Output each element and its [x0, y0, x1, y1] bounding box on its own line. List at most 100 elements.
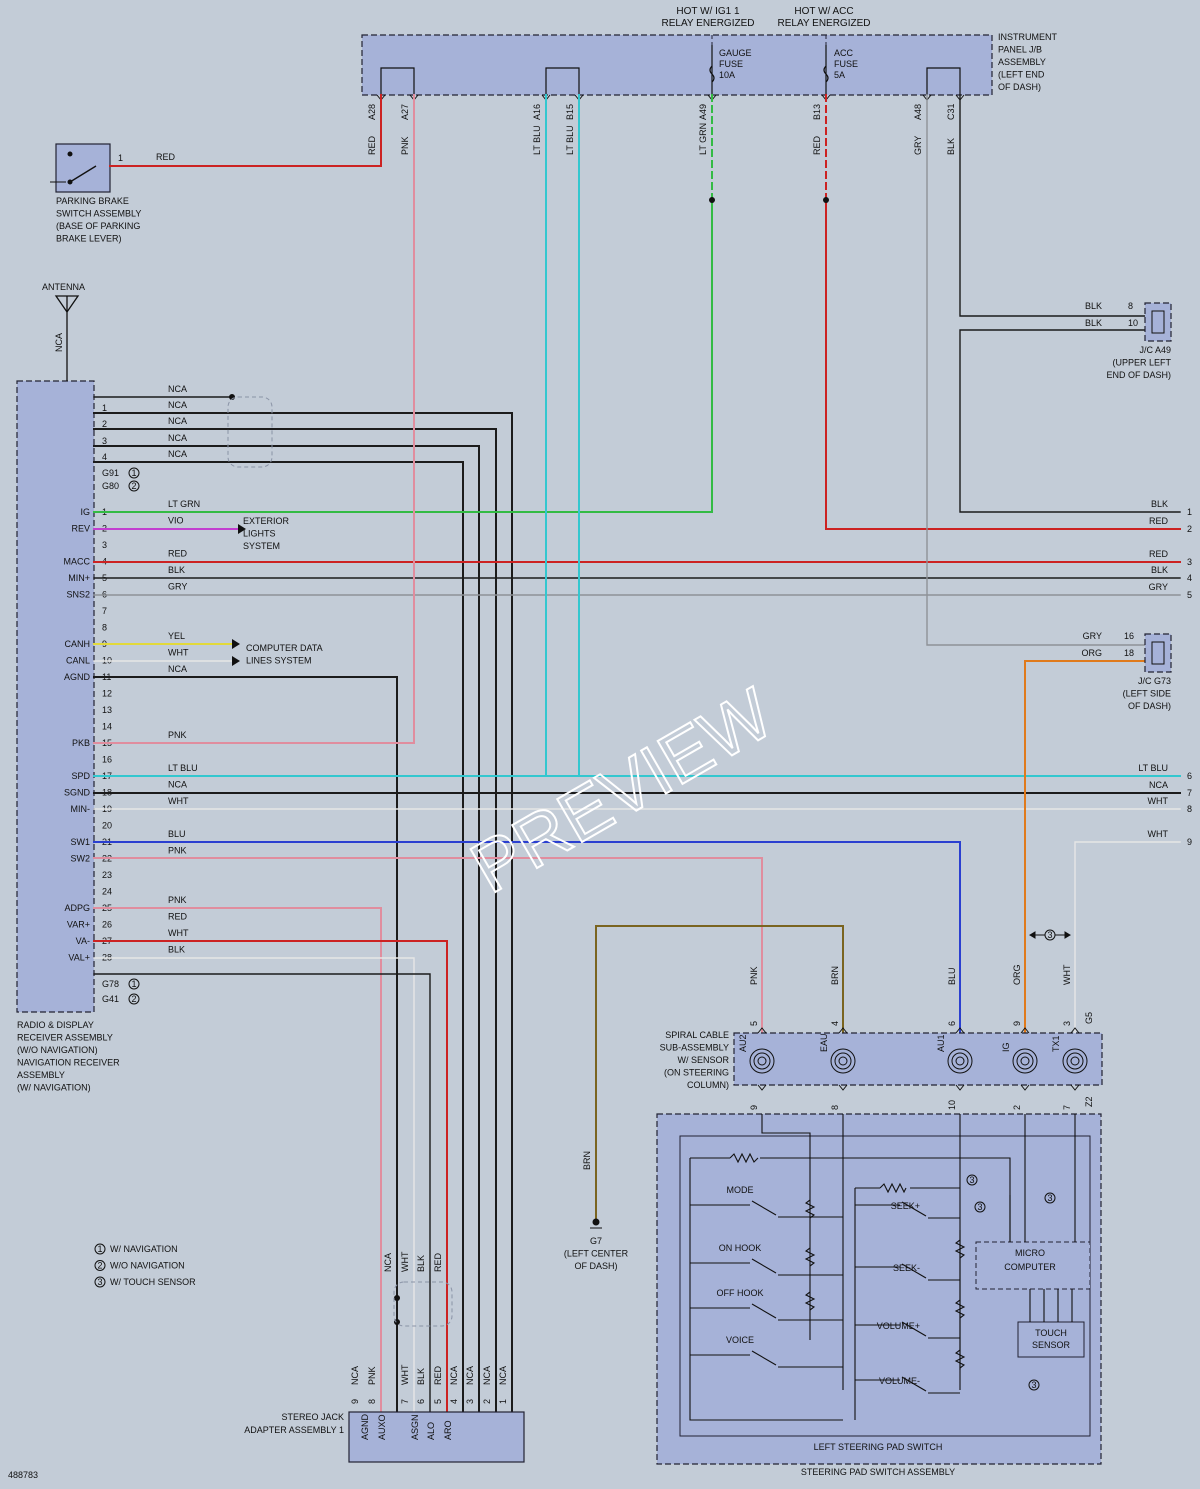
- radio-terminal-min: MIN-: [71, 804, 91, 814]
- spiral-bottom-pin-8: 8: [830, 1105, 840, 1110]
- radio-terminal-pkb: PKB: [72, 738, 90, 748]
- spiral-wire-color: ORG: [1012, 964, 1022, 985]
- spiral-wire-color: WHT: [1062, 964, 1072, 985]
- radio-connector-G41: G41: [102, 994, 119, 1004]
- right-output-2: 2: [1187, 524, 1192, 534]
- steering-pad-switch-assembly-label: STEERING PAD SWITCH ASSEMBLY: [801, 1467, 955, 1477]
- instrument-panel-jb: [361, 34, 993, 96]
- stereo-upper-wire-color: BLK: [416, 1255, 426, 1272]
- ground-label: G7: [590, 1236, 602, 1246]
- wire-parking-brake: [109, 94, 382, 167]
- acc-fuse-label: 5A: [834, 70, 845, 80]
- right-wire-color: LT BLU: [1138, 763, 1168, 773]
- variant-marker: [974, 1201, 986, 1213]
- wire-var-plus: [93, 940, 448, 1413]
- pad-switch-mode: MODE: [727, 1185, 754, 1195]
- variant-marker: [128, 978, 140, 990]
- variant-marker-number: 3: [969, 1175, 974, 1185]
- coax-connector-G91: G91: [102, 468, 119, 478]
- spiral-bottom-pin-2: 2: [1012, 1105, 1022, 1110]
- parking-brake-pin: 1: [118, 153, 123, 163]
- wire-val-plus: [93, 973, 431, 1413]
- stereo-wire-color: NCA: [482, 1366, 492, 1385]
- coax-wire-color: NCA: [168, 449, 187, 459]
- coil-icon: [749, 1048, 775, 1074]
- splice-point: [823, 197, 829, 203]
- exterior-lights-label: LIGHTS: [243, 529, 276, 539]
- jc-a49-pin-10: 10: [1128, 318, 1138, 328]
- stereo-pin-5: 5: [433, 1399, 443, 1404]
- arrow-icon: [232, 639, 240, 649]
- variant-marker-number: 3: [977, 1202, 982, 1212]
- document-id: 488783: [8, 1470, 38, 1480]
- pad-switch-off-hook: OFF HOOK: [717, 1288, 764, 1298]
- parking-brake-switch-icon: [50, 151, 97, 185]
- spiral-bottom-pin-9: 9: [749, 1105, 759, 1110]
- stereo-pin-2: 2: [482, 1399, 492, 1404]
- coax-connector-G80: G80: [102, 481, 119, 491]
- stereo-pin-4: 4: [449, 1399, 459, 1404]
- coil-icon: [1012, 1048, 1038, 1074]
- radio-wire-color: GRY: [168, 582, 187, 592]
- radio-terminal-macc: MACC: [64, 557, 91, 567]
- spiral-pin-6: 6: [947, 1021, 957, 1026]
- radio-pin-12: 12: [102, 689, 112, 699]
- spiral-terminal-eau: EAU: [819, 1033, 829, 1052]
- jb-wire-color-A28: RED: [367, 135, 377, 155]
- spiral-wire-color: BRN: [830, 966, 840, 985]
- legend-text: W/ TOUCH SENSOR: [110, 1277, 196, 1287]
- variant-marker: [128, 993, 140, 1005]
- wire-coax-3: [93, 445, 480, 1413]
- parking-brake-label: PARKING BRAKE: [56, 196, 129, 206]
- variant-marker: [1044, 1192, 1056, 1204]
- wires: [93, 94, 1181, 1413]
- right-wire-color: BLK: [1151, 499, 1168, 509]
- radio-pin-26: 26: [102, 920, 112, 930]
- spiral-terminal-au2: AU2: [738, 1034, 748, 1052]
- jb-wire-color-A49: LT GRN: [698, 123, 708, 155]
- jc-a49-wire-color: BLK: [1085, 318, 1102, 328]
- hot-ig1-label: HOT W/ IG1 1: [676, 6, 740, 17]
- parking-brake-label: BRAKE LEVER): [56, 234, 122, 244]
- coil-icon: [838, 1056, 848, 1066]
- spiral-pin-9: 9: [1012, 1021, 1022, 1026]
- radio-terminal-agnd: AGND: [64, 672, 91, 682]
- legend-number: 1: [97, 1244, 102, 1254]
- radio-assembly-label: ASSEMBLY: [17, 1070, 65, 1080]
- jc-a49-connector: [1144, 302, 1172, 342]
- acc-fuse-label: FUSE: [834, 59, 858, 69]
- stereo-pin-1: 1: [498, 1399, 508, 1404]
- legend-marker: [94, 1276, 106, 1288]
- radio-wire-color: RED: [168, 912, 188, 922]
- radio-terminal-var: VAR+: [67, 920, 90, 930]
- legend-marker: [94, 1243, 106, 1255]
- coil-icon: [834, 1052, 852, 1070]
- right-output-6: 6: [1187, 771, 1192, 781]
- jc-g73-pin-18: 18: [1124, 648, 1134, 658]
- radio-terminal-canl: CANL: [66, 656, 90, 666]
- wire-coax-4: [93, 461, 464, 1413]
- spiral-wire-color: PNK: [749, 966, 759, 985]
- jc-a49-label: END OF DASH): [1106, 370, 1171, 380]
- pad-switch-volume: VOLUME+: [877, 1321, 920, 1331]
- stereo-pin-8: 8: [367, 1399, 377, 1404]
- ground-icon: [590, 1218, 602, 1229]
- right-wire-color: GRY: [1149, 582, 1168, 592]
- coil-icon: [947, 1048, 973, 1074]
- radio-wire-color: RED: [168, 549, 188, 559]
- variant-marker: [966, 1174, 978, 1186]
- coax-wire-color: NCA: [168, 416, 187, 426]
- stereo-upper-wire-color: RED: [433, 1252, 443, 1272]
- legend-text: W/ NAVIGATION: [110, 1244, 178, 1254]
- spiral-cable-box: [733, 1032, 1103, 1086]
- right-wire-color: WHT: [1148, 796, 1169, 806]
- radio-pin-24: 24: [102, 887, 112, 897]
- right-wire-color: WHT: [1148, 829, 1169, 839]
- radio-terminal-ig: IG: [80, 507, 90, 517]
- terminal: [838, 1084, 848, 1091]
- coax-wire-color: NCA: [168, 433, 187, 443]
